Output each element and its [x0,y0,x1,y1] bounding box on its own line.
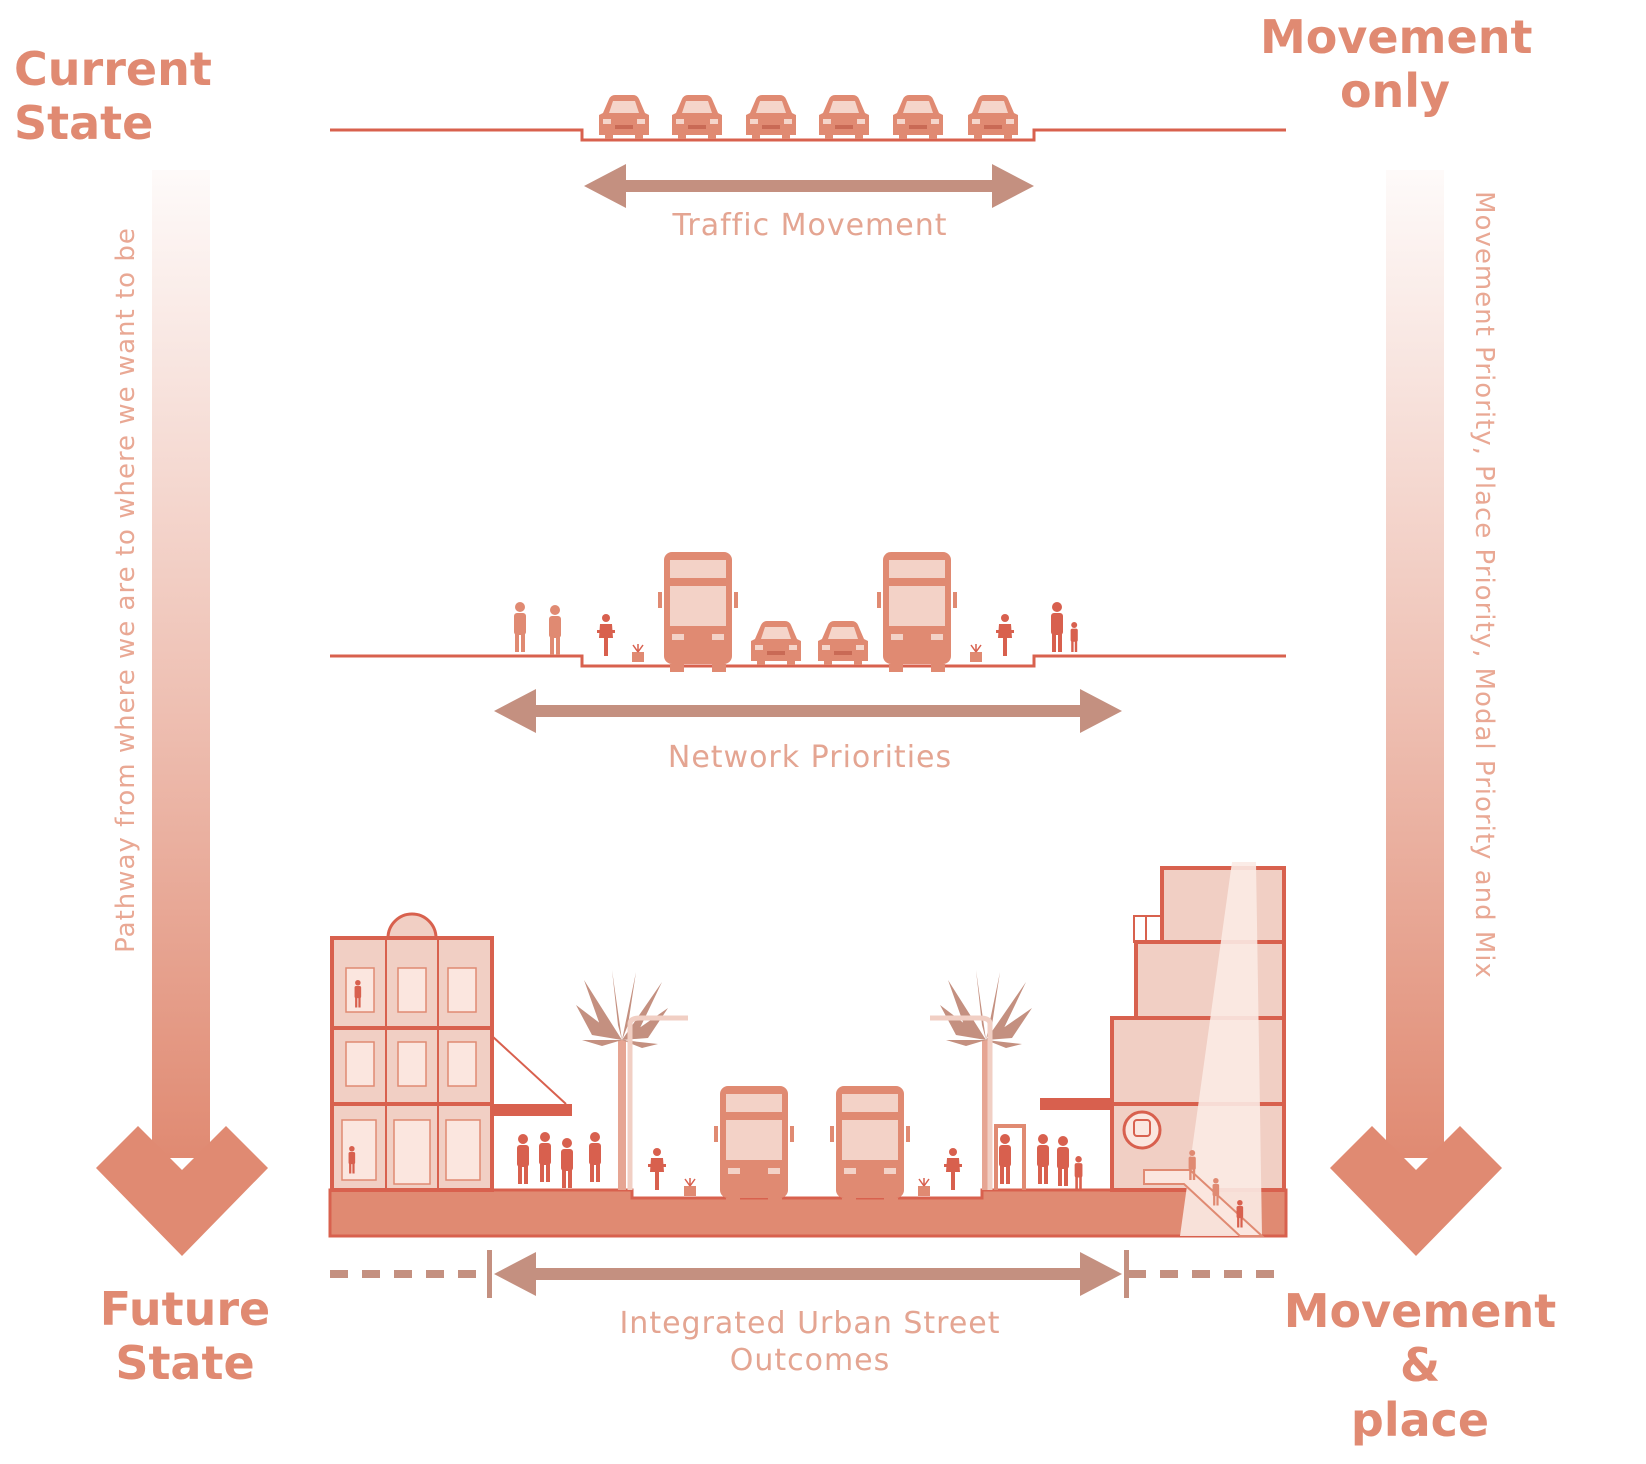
pedestrian-icon [514,602,526,652]
pedestrian-icon [1057,1136,1069,1186]
awning [492,1104,572,1116]
car-icon [818,621,868,665]
movement-only-title: Movement only [1260,10,1533,119]
car-icon [599,95,649,139]
future-state-line2: State [115,1336,255,1391]
palm-tree-icon [940,970,1032,1190]
future-state-title: Future State [90,1282,280,1391]
section-integrated-street [328,862,1288,1298]
integrated-outcomes-line2: Outcomes [729,1342,891,1378]
street-lamp [930,1015,993,1190]
movement-only-line2: only [1339,64,1451,119]
section-network-priorities [330,552,1286,733]
traffic-movement-caption: Traffic Movement [672,208,948,243]
integrated-outcomes-caption: Integrated Urban Street Outcomes [560,1306,1060,1379]
cyclist-icon [597,614,615,656]
canopy [1040,1098,1112,1110]
pedestrian-icon [539,1132,551,1182]
pedestrian-icon [561,1138,573,1188]
road-profile-2 [330,654,1286,668]
child-icon [1074,1156,1083,1189]
integrated-outcomes-line1: Integrated Urban Street [619,1306,1001,1341]
pedestrian-icon [549,605,561,655]
pedestrian-icon [1051,602,1063,652]
movement-and-place-line2: place [1350,1392,1490,1447]
movement-only-line1: Movement [1260,10,1533,64]
light-shaft [1180,862,1262,1236]
street-lamp [627,1015,688,1190]
network-priorities-arrow [494,689,1122,733]
current-state-title: Current State [14,42,212,151]
bus-icon [877,552,957,672]
bus-icon [830,1086,910,1206]
planter-icon [917,1177,931,1197]
car-icon [751,621,801,665]
train-icon [1122,1110,1162,1150]
priority-arrow [1330,170,1502,1256]
car-icon [819,95,869,139]
child-icon [1070,622,1078,652]
bus-icon [658,552,738,672]
traffic-movement-arrow [584,164,1034,208]
integrated-outcomes-arrow [494,1252,1122,1296]
network-priorities-caption: Network Priorities [667,740,953,775]
cyclist-icon [648,1148,666,1190]
right-building [1040,862,1286,1237]
cyclist-icon [996,614,1014,656]
pedestrian-icon [589,1132,601,1182]
car-icon [893,95,943,139]
movement-and-place-title: Movement & place [1270,1284,1570,1447]
car-icon [968,95,1018,139]
pedestrian-icon [517,1134,529,1184]
extent-tick [487,1250,492,1298]
planter-icon [683,1177,697,1197]
movement-and-place-line1: Movement & [1283,1284,1557,1393]
cyclist-icon [944,1148,962,1190]
car-icon [746,95,796,139]
extent-tick [1124,1250,1129,1298]
future-state-line1: Future [99,1282,271,1336]
planter-icon [631,643,645,663]
left-building [330,912,572,1192]
pathway-arrow [96,170,268,1256]
pedestrian-icon [1037,1134,1049,1184]
road-profile-1 [330,128,1286,142]
planter-icon [969,643,983,663]
bus-icon [714,1086,794,1206]
car-icon [672,95,722,139]
pedestrian-icon [999,1134,1011,1184]
section-traffic-movement [330,95,1286,208]
bus-shelter [994,1124,1026,1190]
street-ground [328,1188,1288,1238]
